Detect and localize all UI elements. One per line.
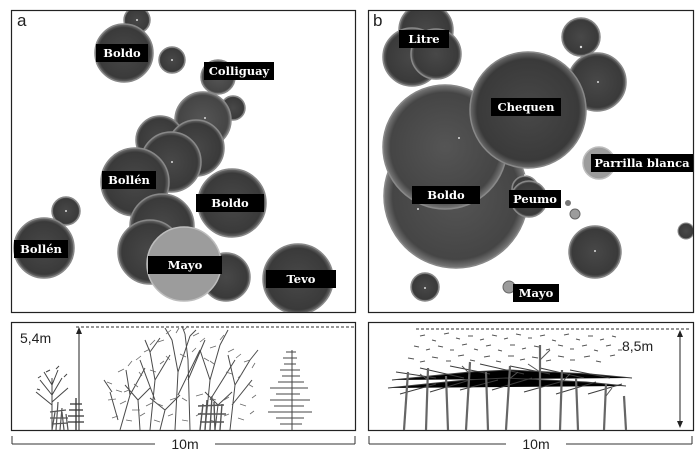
crown: [565, 200, 571, 206]
crown: [561, 17, 601, 57]
crown-center-dots: [417, 45, 599, 289]
svg-text:Colliguay: Colliguay: [209, 64, 270, 78]
foliage-strokes: [106, 325, 257, 423]
young-tree-silhouette: [68, 398, 84, 430]
width-scale-b: 10m: [368, 436, 693, 452]
width-label-a: 10m: [171, 436, 198, 452]
shrub-silhouette: [49, 401, 69, 431]
svg-text:Boldo: Boldo: [427, 188, 465, 202]
svg-text:Mayo: Mayo: [519, 286, 554, 300]
svg-text:Parrilla blanca: Parrilla blanca: [594, 156, 690, 170]
crown-label-mayo-a: Mayo: [148, 256, 222, 274]
svg-text:Boldo: Boldo: [211, 196, 249, 210]
height-arrow-head-top: [677, 330, 683, 337]
height-arrow-head-bottom: [677, 421, 683, 428]
svg-text:Chequen: Chequen: [498, 100, 556, 114]
svg-text:Peumo: Peumo: [513, 192, 557, 206]
svg-text:Boldo: Boldo: [103, 46, 141, 60]
layered-tree-silhouette: [268, 350, 312, 430]
panel-b-vertical-profile: 8,5m: [367, 321, 695, 452]
crown-label-litre: Litre: [399, 30, 449, 48]
crown-label-mayo-b: Mayo: [513, 284, 559, 302]
svg-text:Bollén: Bollén: [108, 173, 150, 187]
height-label-b: 8,5m: [622, 338, 653, 354]
svg-text:Bollén: Bollén: [20, 242, 62, 256]
tree-silhouette: [35, 365, 69, 430]
crown-label-bollen-a1: Bollén: [102, 171, 156, 189]
panel-a-crown-map: a Boldo Colliguay Bollén Boldo Bollén Ma…: [10, 9, 357, 314]
height-label-a: 5,4m: [20, 330, 51, 346]
panel-b-crown-map: b Litre Chequen Parrilla blanca Boldo Pe…: [367, 9, 695, 314]
tree-branches: [419, 349, 613, 397]
tree-trunks: [402, 345, 628, 431]
crown-label-bollen-a2: Bollén: [14, 240, 68, 258]
height-arrow-head: [76, 327, 82, 334]
crown-label-tevo: Tevo: [266, 270, 336, 288]
panel-a-vertical-profile: 5,4m: [10, 321, 357, 452]
crown-label-colliguay: Colliguay: [204, 62, 274, 80]
crown-label-parrilla-blanca: Parrilla blanca: [591, 154, 693, 172]
crown-label-chequen: Chequen: [491, 98, 561, 116]
crown-label-boldo-a1: Boldo: [96, 44, 148, 62]
panel-b-letter: b: [373, 11, 382, 30]
canopy-leaves: [407, 332, 622, 363]
svg-text:Tevo: Tevo: [287, 272, 316, 286]
svg-text:Litre: Litre: [408, 32, 439, 46]
crown-label-boldo-a2: Boldo: [196, 194, 264, 212]
shrub-silhouette: [197, 395, 226, 431]
crown-label-boldo-b: Boldo: [412, 186, 480, 204]
crown: [569, 208, 581, 220]
width-label-b: 10m: [522, 436, 549, 452]
width-scale-a: 10m: [11, 436, 356, 452]
crown: [677, 222, 693, 240]
panel-a-letter: a: [17, 11, 27, 30]
crown-label-peumo: Peumo: [509, 190, 561, 208]
svg-text:Mayo: Mayo: [168, 258, 203, 272]
panel-a-profile-frame: [10, 321, 357, 432]
